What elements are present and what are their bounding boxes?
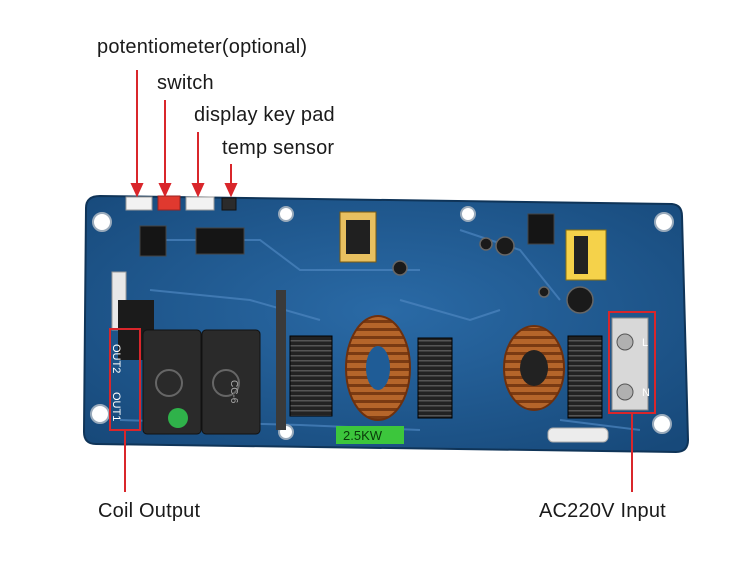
potentiometer-connector: [125, 196, 153, 211]
label-coil-output: Coil Output: [98, 500, 201, 522]
terminal-n-label: N: [642, 387, 650, 399]
out2-label: OUT2: [110, 344, 122, 373]
relay-text: CC-6: [228, 380, 239, 404]
relay-1: [142, 329, 202, 435]
keypad-connector: [185, 196, 215, 211]
terminal-l-label: L: [642, 337, 648, 349]
ic-chip-small: [139, 225, 167, 257]
temp-sensor-connector: [221, 197, 237, 211]
capacitors: [392, 236, 594, 314]
toroid-coil-2: [503, 325, 565, 411]
ferrite-inductor-3: [567, 335, 603, 419]
ic-chip: [195, 227, 245, 255]
power-label: 2.5KW: [343, 428, 383, 443]
ac-terminals: [611, 317, 649, 411]
pcb-traces: [119, 229, 641, 431]
annotation-arrows: [124, 70, 633, 492]
label-temp-sensor: temp sensor: [222, 137, 335, 159]
toroid-coil-1: [345, 315, 411, 421]
label-switch: switch: [157, 72, 214, 94]
out1-label: OUT1: [110, 392, 122, 421]
mosfet: [527, 213, 555, 245]
switch-connector: [157, 195, 181, 211]
ferrite-inductor-2: [417, 337, 453, 419]
relay-2: [201, 329, 261, 435]
white-cable: [547, 427, 609, 443]
power-label-bg: [336, 426, 404, 444]
label-potentiometer: potentiometer(optional): [97, 36, 308, 58]
label-ac-input: AC220V Input: [539, 500, 666, 522]
rail: [276, 290, 286, 430]
label-display-key-pad: display key pad: [194, 104, 335, 126]
ferrite-inductor-1: [289, 335, 333, 417]
